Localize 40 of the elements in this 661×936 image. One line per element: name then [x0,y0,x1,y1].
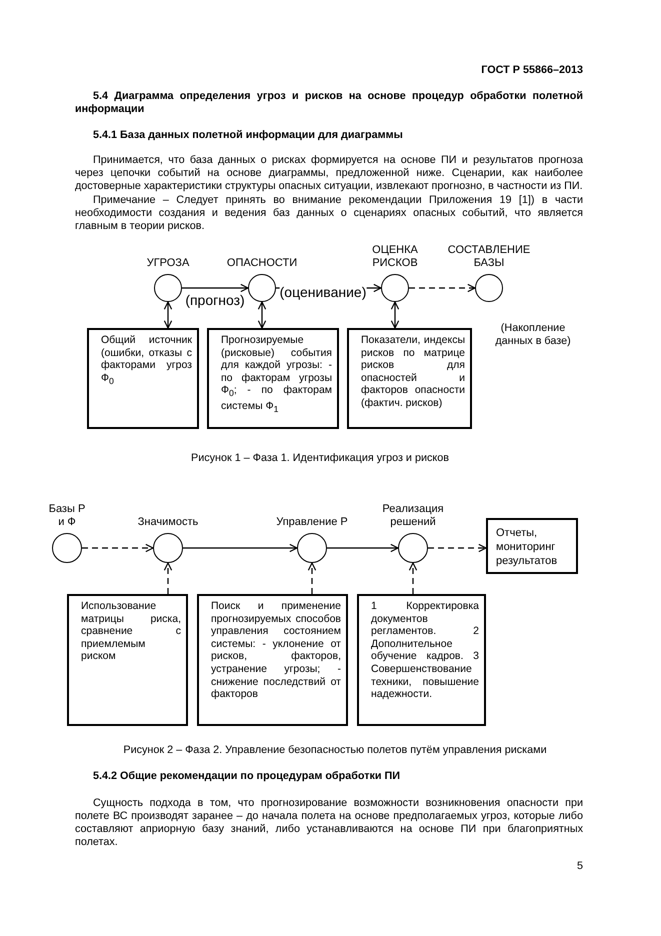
note-text: (Накопление данных в базе) [494,322,572,348]
arrow [183,544,298,552]
dashed-arrow [408,562,418,594]
node-label: СОСТАВЛЕНИЕ БАЗЫ [447,244,531,270]
text-box: 1 Корректировка документов регламентов. 2 Дополнительное обучение кадров. 3 Совершенствование техники, повышение надежности. [357,594,486,726]
node-label: Реализация решений [381,503,445,529]
text-box: Использование матрицы риска, сравнение с приемлемым риском [67,594,188,726]
node-label: Базы Р и Ф [48,503,86,529]
note-paragraph: Примечание – Следует принять во внимание рекомендации Приложения 19 [1]) в части необходимости создания и ведения баз данных о сценариях опасных событий, что является главным в теории рисков. [75,194,583,233]
text-box: Показатели, индексы рисков по матрице рисков для опасностей и факторов опасности (фактич. рисков) [347,328,472,429]
subsection-heading: 5.4.1 База данных полетной информации для диаграммы [92,129,404,142]
edge-label: (оценивание) [280,284,366,300]
double-arrow [258,301,266,329]
body-paragraph: Принимается, что база данных о рисках формируется на основе ПИ и результатов прогноза через цепочки событий на основе диаграммы, предложенной ниже. Сценарии, как наиболее достоверные характеристики структуры опасных ситуации, извлекают прогнозно, в частности из ПИ. [75,154,583,193]
edge-label: (прогноз) [185,292,245,308]
node-label: Управление Р [276,516,348,529]
node-label: ОПАСНОСТИ [226,257,298,270]
dashed-arrow [164,562,172,594]
text-box: Поиск и применение прогнозируемых способов управления состоянием системы: - уклонение от рисков, факторов, устранение угрозы; - снижение последствий от факторов [197,594,348,726]
body-paragraph: Сущность подхода в том, что прогнозирование возможности возникновения опасности при полете ВС производят заранее – до начала полета на основе предполагаемых угроз, которые либо составляют априорную базу знаний, либо устанавливаются на основе ПИ при благоприятных полетах. [75,797,583,849]
dashed-arrow [409,284,476,292]
double-arrow [390,301,400,329]
figure-caption: Рисунок 2 – Фаза 2. Управление безопасностью полетов путём управления рисками [122,744,548,757]
node-label: УГРОЗА [146,257,190,270]
text-box: Общий источник (ошибки, отказы с факторами угроз Ф$_{0}$ [87,328,199,429]
page-header: ГОСТ Р 55866–2013 [480,64,583,77]
figure-caption: Рисунок 1 – Фаза 1. Идентификация угроз и рисков [190,452,450,465]
text-box: Отчеты, мониторинг результатов [486,518,578,574]
page-number: 5 [576,860,583,873]
node-label: ОЦЕНКА РИСКОВ [371,244,419,270]
text-box: Прогнозируемые (рисковые) события для каждой угрозы: - по факторам угрозы Ф$_{0}$; - по факторам системы Ф$_{1}$ [207,328,339,429]
subsection-heading: 5.4.2 Общие рекомендации по процедурам обработки ПИ [92,770,402,783]
dashed-arrow [82,544,154,552]
arrow [182,284,249,292]
dashed-arrow [428,544,487,552]
dashed-arrow [308,562,316,594]
arrow [327,544,399,552]
double-arrow [164,301,172,329]
section-heading: 5.4 Диаграмма определения угроз и рисков на основе процедур обработки полетной информации [75,90,583,116]
node-label: Значимость [138,516,198,529]
